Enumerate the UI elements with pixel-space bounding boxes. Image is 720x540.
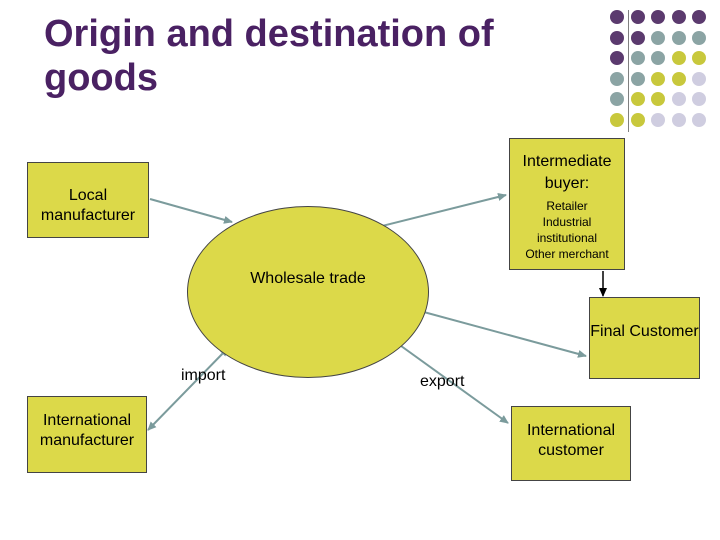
decorative-dot — [610, 51, 624, 65]
international-customer-box: International customer — [511, 406, 631, 481]
decorative-dot — [630, 112, 645, 127]
arrow-wholesale-to-intermediate — [377, 193, 507, 228]
decorative-dot — [692, 30, 706, 45]
arrow-export — [389, 337, 509, 424]
intermediate-buyer-box: Intermediate buyer: Retailer Industrial … — [509, 138, 625, 270]
decorative-dot — [671, 71, 686, 86]
import-label: import — [181, 367, 226, 384]
wholesale-trade-label: Wholesale trade — [250, 270, 366, 287]
decorative-dot — [630, 92, 645, 106]
decorative-dot — [651, 30, 665, 45]
final-customer-label: Final Customer — [590, 323, 699, 340]
arrow-local-to-wholesale — [149, 198, 233, 224]
decorative-dot — [610, 71, 624, 86]
decorative-dot — [651, 92, 665, 106]
decorative-dot — [651, 71, 665, 86]
international-manufacturer-label: International manufacturer — [39, 412, 135, 449]
decorative-dot — [630, 51, 645, 65]
buyer-type-institutional: institutional — [536, 231, 598, 245]
local-manufacturer-box: Local manufacturer — [27, 162, 149, 238]
decorative-dot — [630, 71, 645, 86]
decorative-dot — [630, 10, 645, 24]
wholesale-trade-ellipse — [187, 206, 429, 378]
decorative-dot — [671, 30, 686, 45]
international-manufacturer-box: International manufacturer — [27, 396, 147, 473]
page-title: Origin and destination of goods — [44, 13, 494, 99]
decorative-dot — [610, 92, 624, 106]
decorative-dot — [651, 51, 665, 65]
buyer-type-retailer: Retailer — [546, 199, 588, 213]
decorative-dot — [692, 92, 706, 106]
buyer-type-industrial: Industrial — [542, 215, 592, 229]
decorative-dot — [651, 10, 665, 24]
decorative-dot — [610, 112, 624, 127]
decorative-dot — [610, 10, 624, 24]
decorative-dot — [692, 112, 706, 127]
intermediate-buyer-title: Intermediate buyer: — [522, 153, 612, 192]
international-customer-label: International customer — [526, 422, 616, 459]
decorative-divider — [628, 10, 629, 132]
decorative-dot — [651, 112, 665, 127]
decorative-dot — [692, 51, 706, 65]
buyer-type-other-merchant: Other merchant — [525, 247, 609, 261]
final-customer-box: Final Customer — [589, 297, 700, 379]
decorative-dot — [692, 71, 706, 86]
arrow-import — [147, 347, 229, 431]
export-label: export — [420, 373, 465, 390]
decorative-dot — [692, 10, 706, 24]
arrow-wholesale-to-final — [408, 307, 587, 358]
decorative-dot — [671, 92, 686, 106]
local-manufacturer-label: Local manufacturer — [40, 187, 136, 224]
decorative-dot — [630, 30, 645, 45]
decorative-dot — [671, 10, 686, 24]
decorative-dot — [671, 51, 686, 65]
decorative-dot — [671, 112, 686, 127]
decorative-dot — [610, 30, 624, 45]
